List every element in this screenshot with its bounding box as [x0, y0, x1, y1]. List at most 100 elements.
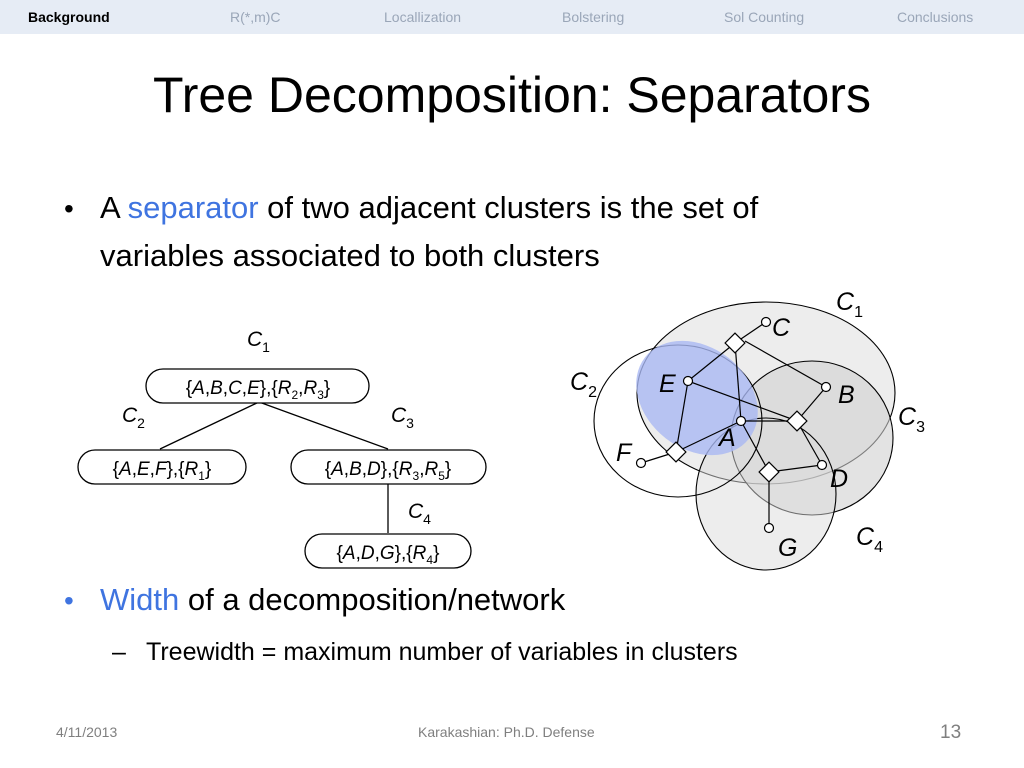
constraint-diamond: [724, 332, 746, 354]
var: B: [210, 378, 223, 399]
cluster-label-c1: C1: [836, 288, 863, 321]
rel: R: [399, 459, 413, 480]
bullet-2-line: Width of a decomposition/network: [100, 582, 565, 618]
sub: 4: [874, 539, 883, 556]
nav-item-conclusions[interactable]: Conclusions: [897, 9, 974, 25]
variable-node-f: [635, 457, 647, 469]
variable-nodes: [635, 316, 832, 534]
rel: R: [185, 459, 199, 480]
c: C: [898, 403, 917, 431]
tree-edge-c1-c3: [258, 401, 389, 450]
rel-sub: 2: [291, 388, 298, 402]
c: C: [391, 404, 407, 427]
variable-label-g: G: [778, 534, 797, 562]
slide-title: Tree Decomposition: Separators: [153, 67, 871, 123]
variable-label-d: D: [830, 465, 848, 493]
treewidth-definition: Treewidth = maximum number of variables …: [146, 638, 738, 666]
variable-node-a: [735, 415, 747, 427]
bullet-1-suffix: of two adjacent clusters is the set of: [258, 190, 759, 225]
var: A: [118, 459, 132, 480]
bullet-marker: •: [64, 585, 74, 616]
cluster-label-c2: C2: [570, 368, 597, 401]
bullet-2-suffix: of a decomposition/network: [179, 582, 566, 617]
var: G: [380, 543, 395, 564]
rel: R: [424, 459, 438, 480]
sub: 1: [854, 304, 863, 321]
tree-label-c4: C4: [408, 500, 431, 527]
rel-sub: 4: [426, 553, 433, 567]
constraint-diamond: [786, 410, 808, 432]
nav-item-sol-counting[interactable]: Sol Counting: [724, 9, 805, 25]
tree-node-c3: [290, 449, 487, 485]
var: A: [330, 459, 344, 480]
nav-item-rmc[interactable]: R(*,m)C: [230, 9, 281, 25]
c: C: [408, 500, 424, 523]
tree-decomposition: {A,B,C,E},{R2,R3} {A,E,F},{R1} {A,B,D},{…: [77, 328, 487, 569]
var: B: [349, 459, 362, 480]
constraint-diamond: [665, 441, 687, 463]
tree-node-c2: [77, 449, 247, 485]
c: C: [122, 404, 138, 427]
cluster-label-c4: C4: [856, 523, 883, 556]
variable-label-c: C: [772, 314, 791, 342]
c: C: [247, 328, 263, 351]
sub: 4: [423, 511, 431, 527]
top-navigation-bar: Background R(*,m)C Locallization Bolster…: [0, 0, 1024, 34]
rel: R: [413, 543, 427, 564]
bullet-1-line-1: A separator of two adjacent clusters is …: [100, 190, 758, 226]
rel-sub: 1: [198, 469, 205, 483]
c: C: [570, 368, 589, 396]
nav-item-bolstering[interactable]: Bolstering: [562, 9, 625, 25]
var: E: [247, 378, 260, 399]
var: A: [342, 543, 356, 564]
tree-edge-c1-c2: [159, 401, 260, 450]
tree-node-c1-label: {A,B,C,E},{R2,R3}: [186, 378, 330, 402]
sub: 2: [137, 415, 145, 431]
cluster-ellipse-c4: [695, 417, 837, 571]
var: F: [155, 459, 168, 480]
tree-label-c2: C2: [122, 404, 145, 431]
tree-node-c4: [304, 533, 472, 569]
separator-highlight: [636, 340, 758, 456]
slide-number: 13: [940, 722, 962, 743]
variable-node-e: [682, 375, 694, 387]
c: C: [836, 288, 855, 316]
bullet-marker: •: [64, 193, 74, 224]
tree-node-c3-label: {A,B,D},{R3,R5}: [325, 459, 452, 483]
variable-label-a: A: [717, 424, 736, 452]
rel: R: [303, 378, 317, 399]
width-term: Width: [100, 582, 180, 617]
sub: 2: [588, 384, 597, 401]
bullet-1-line-2: variables associated to both clusters: [100, 238, 600, 273]
footer-presentation-title: Karakashian: Ph.D. Defense: [418, 724, 595, 740]
cluster-label-c3: C3: [898, 403, 925, 436]
var: D: [367, 459, 381, 480]
variable-node-c: [760, 316, 772, 328]
variable-node-b: [820, 381, 832, 393]
nav-item-background[interactable]: Background: [28, 9, 110, 25]
variable-node-g: [763, 522, 775, 534]
variable-labels: C E B A F D G: [616, 314, 855, 562]
sub: 3: [406, 415, 414, 431]
tree-label-c3: C3: [391, 404, 414, 431]
separator-term: separator: [127, 190, 259, 225]
nav-item-localization[interactable]: Locallization: [384, 9, 462, 25]
rel-sub: 3: [317, 388, 324, 402]
var: E: [137, 459, 150, 480]
constraint-network: C E B A F D G C1 C2 C3 C4: [570, 288, 925, 571]
sub-bullet-dash: –: [112, 638, 126, 666]
sub: 1: [262, 339, 270, 355]
var: D: [361, 543, 375, 564]
constraint-nodes: [665, 332, 808, 483]
bullet-1-prefix: A: [100, 190, 128, 225]
constraint-diamond: [758, 461, 780, 483]
variable-label-f: F: [616, 439, 633, 467]
tree-node-c1: [145, 368, 370, 404]
variable-node-d: [816, 459, 828, 471]
sub: 3: [916, 419, 925, 436]
var: C: [228, 378, 242, 399]
tree-node-c2-label: {A,E,F},{R1}: [113, 459, 212, 483]
var: A: [191, 378, 205, 399]
tree-label-c1: C1: [247, 328, 270, 355]
